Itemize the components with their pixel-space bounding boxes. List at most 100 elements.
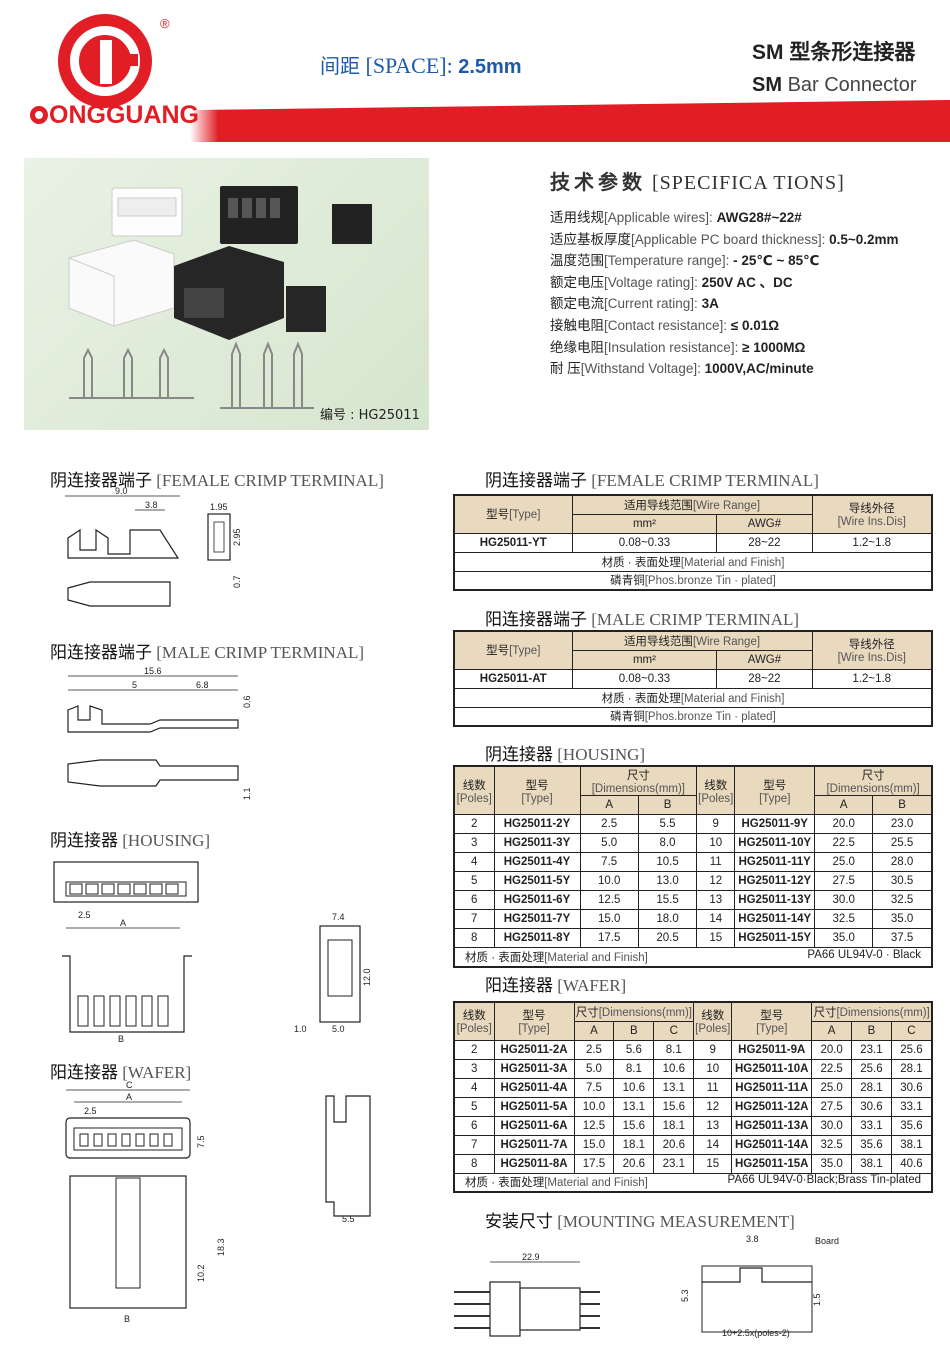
dim-label: 5 <box>132 680 137 690</box>
male-terminal-drawing: 15.6 5 6.8 0.6 1.1 <box>67 666 252 800</box>
table-cell: HG25011-2Y <box>493 814 581 834</box>
table-cell: HG25011-4Y <box>493 852 581 872</box>
dim-label: 6.8 <box>196 680 209 690</box>
wafer-table: 线数[Poles] 型号[Type] 尺寸[Dimensions(mm)] 线数… <box>453 1001 933 1193</box>
table-cell: 2.5 <box>579 814 639 834</box>
pitch-title: 间距 [SPACE]: 2.5mm <box>320 53 522 78</box>
specifications-list: 适用线规[Applicable wires]: AWG28#~22# 适应基板厚… <box>550 207 899 380</box>
dim-label: Board <box>815 1236 839 1246</box>
table-cell: 20.0 <box>811 1039 853 1060</box>
table-row: 磷青铜[Phos.bronze Tin · plated] <box>453 706 933 727</box>
table-cell: 28.1 <box>890 1058 933 1079</box>
table-cell: 22.5 <box>811 1058 853 1079</box>
table-cell: 18.0 <box>637 909 698 929</box>
spec-row: 绝缘电阻[Insulation resistance]: ≥ 1000MΩ <box>550 339 806 355</box>
table-cell: 10.6 <box>613 1077 655 1098</box>
table-cell: HG25011-5A <box>493 1096 575 1117</box>
col-wire-dia: 导线外径[Wire Ins.Dis] <box>811 494 933 534</box>
table-cell: 13.1 <box>653 1077 695 1098</box>
dim-label: 15.6 <box>144 666 162 676</box>
table-cell: 8 <box>453 1153 495 1174</box>
table-cell: 28.0 <box>872 852 933 872</box>
dim-label: 1.95 <box>210 502 228 512</box>
table-cell: 32.5 <box>872 890 933 910</box>
table-cell: 13 <box>696 890 736 910</box>
table-cell: 27.5 <box>811 1096 853 1117</box>
table-cell: 10 <box>696 833 736 853</box>
table-cell: 8.0 <box>637 833 698 853</box>
table-row: 材质 · 表面处理[Material and Finish]PA66 UL94V… <box>453 1172 933 1193</box>
table-cell: HG25011-11Y <box>734 852 816 872</box>
table-cell: HG25011-12A <box>731 1096 813 1117</box>
mounting-title: 安装尺寸 [MOUNTING MEASUREMENT] <box>485 1212 795 1232</box>
col-wire-dia: 导线外径[Wire Ins.Dis] <box>811 630 933 670</box>
dim-label: 5.5 <box>342 1214 355 1224</box>
table-cell: 2.5 <box>573 1039 615 1060</box>
table-cell: 3 <box>453 1058 495 1079</box>
product-title-cn: SM 型条形连接器 <box>752 40 916 64</box>
registered-mark: ® <box>160 16 170 31</box>
table-cell: 25.5 <box>872 833 933 853</box>
table-cell: 25.0 <box>811 1077 853 1098</box>
table-cell: 10 <box>693 1058 733 1079</box>
table-cell: HG25011-7A <box>493 1134 575 1155</box>
dim-label: 3.8 <box>145 500 158 510</box>
table-cell: HG25011-5Y <box>493 871 581 891</box>
table-cell: 32.5 <box>811 1134 853 1155</box>
col-awg: AWG# <box>716 649 813 670</box>
table-cell: 32.5 <box>814 909 874 929</box>
table-cell: 5.0 <box>573 1058 615 1079</box>
table-cell: 10.0 <box>579 871 639 891</box>
table-cell: HG25011-8A <box>493 1153 575 1174</box>
table-row: HG25011-YT 0.08~0.33 28~22 1.2~1.8 <box>453 532 933 553</box>
table-cell: 10.6 <box>653 1058 695 1079</box>
table-row: 材质 · 表面处理[Material and Finish]PA66 UL94V… <box>453 947 933 967</box>
dim-label: A <box>126 1092 132 1102</box>
table-cell: 4 <box>453 1077 495 1098</box>
dim-label: 1.5 <box>812 1293 822 1306</box>
mounting-drawing: 22.9 3.8 Board 5.3 1.5 10+2.5x(poles-2) <box>454 1234 839 1338</box>
col-mm: mm² <box>571 513 718 534</box>
table-cell: HG25011-7Y <box>493 909 581 929</box>
col-type: 型号[Type] <box>453 494 573 534</box>
housing-drawing-title: 阴连接器 [HOUSING] <box>50 831 211 851</box>
table-cell: 20.6 <box>653 1134 695 1155</box>
housing-table-title: 阴连接器 [HOUSING] <box>485 745 646 765</box>
female-terminal-drawing: 9.0 3.8 1.95 2.95 0.7 <box>65 486 242 607</box>
table-cell: HG25011-11A <box>731 1077 813 1098</box>
table-cell: HG25011-12Y <box>734 871 816 891</box>
dim-label: 2.5 <box>84 1106 97 1116</box>
table-cell: 17.5 <box>579 928 639 948</box>
table-cell: 11 <box>693 1077 733 1098</box>
col-awg: AWG# <box>716 513 813 534</box>
table-cell: 14 <box>693 1134 733 1155</box>
table-cell: 35.0 <box>811 1153 853 1174</box>
table-cell: 10.5 <box>637 852 698 872</box>
table-cell: HG25011-3Y <box>493 833 581 853</box>
col-type: 型号[Type] <box>453 630 573 670</box>
dim-label: 10+2.5x(poles-2) <box>722 1328 790 1338</box>
table-cell: 7 <box>453 909 495 929</box>
brand-logo-stem <box>100 40 112 84</box>
table-cell: 37.5 <box>872 928 933 948</box>
table-cell: HG25011-4A <box>493 1077 575 1098</box>
table-cell: 30.6 <box>890 1077 933 1098</box>
table-cell: 12 <box>696 871 736 891</box>
table-cell: 7 <box>453 1134 495 1155</box>
spec-row: 适应基板厚度[Applicable PC board thickness]: 0… <box>550 231 899 247</box>
specifications-title: 技术参数 [SPECIFICA TIONS] <box>550 170 845 194</box>
table-cell: 5.0 <box>579 833 639 853</box>
table-cell: 40.6 <box>890 1153 933 1174</box>
table-row: 材质 · 表面处理[Material and Finish] <box>453 687 933 708</box>
dim-label: 0.6 <box>242 695 252 708</box>
product-title-en: SM Bar Connector <box>752 74 917 96</box>
table-row: 磷青铜[Phos.bronze Tin · plated] <box>453 570 933 591</box>
dim-label: 2.5 <box>78 910 91 920</box>
table-cell: 17.5 <box>573 1153 615 1174</box>
wafer-table-title: 阳连接器 [WAFER] <box>485 976 627 996</box>
table-cell: 14 <box>696 909 736 929</box>
table-cell: 6 <box>453 890 495 910</box>
table-cell: HG25011-6A <box>493 1115 575 1136</box>
